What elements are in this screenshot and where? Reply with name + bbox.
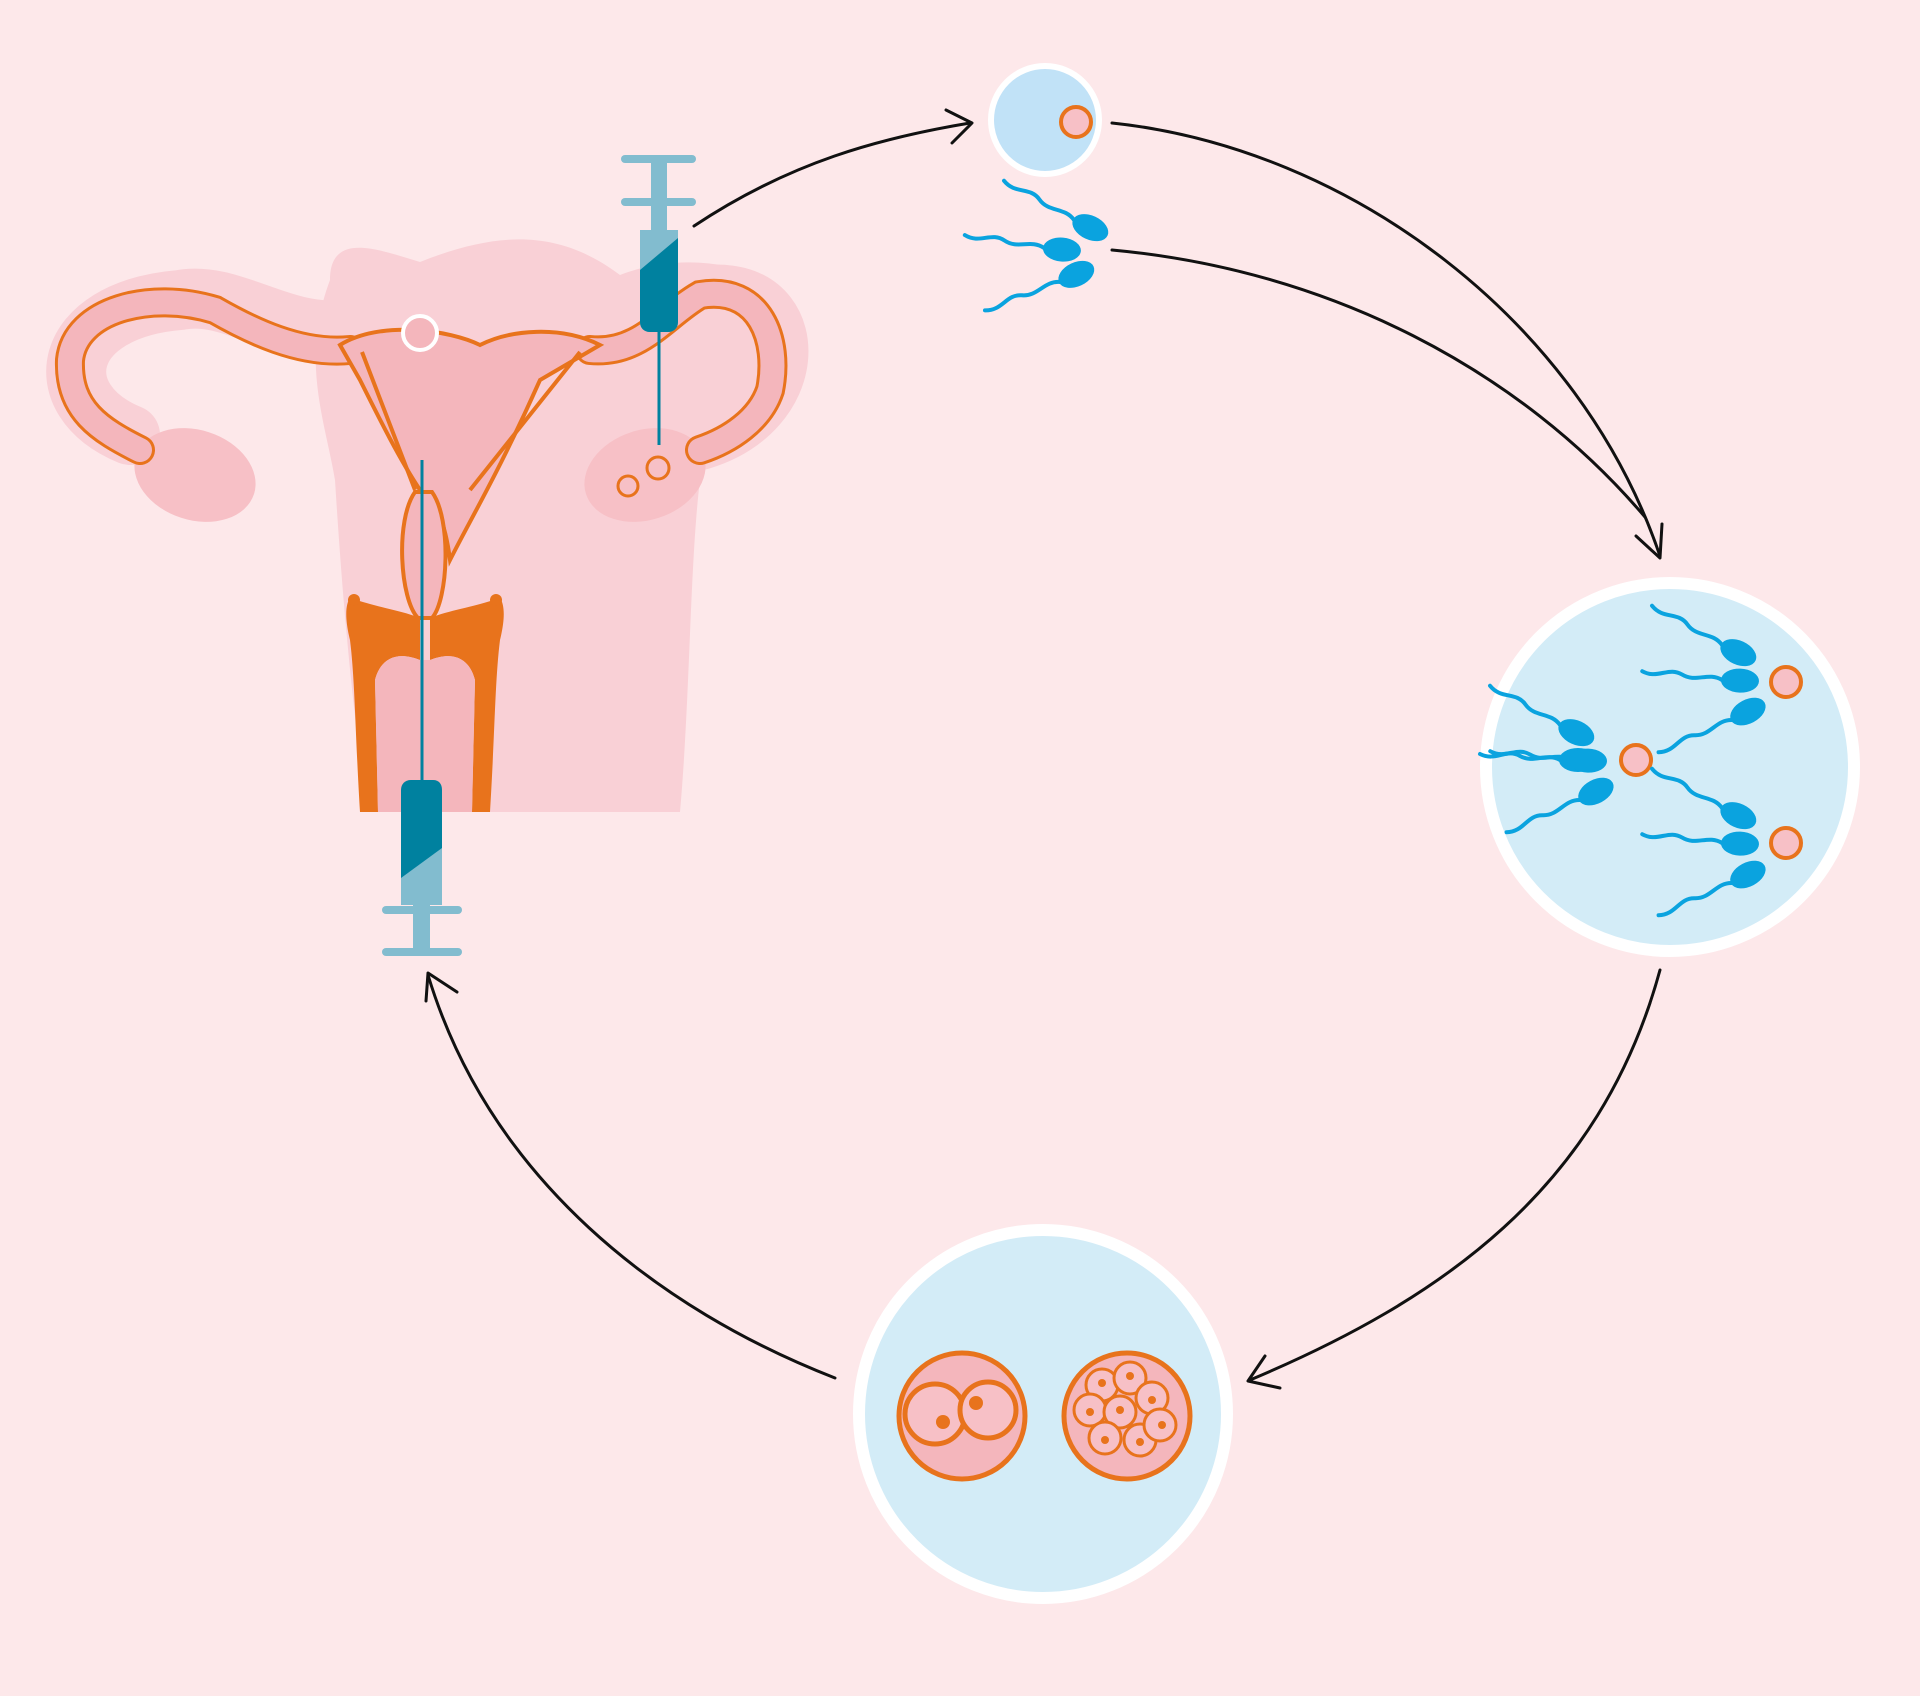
- arrow-fertilization-to-embryo: [1248, 968, 1662, 1382]
- arrowhead-fertilization: [1634, 522, 1664, 560]
- arrow-egg-to-fertilization: [1110, 121, 1662, 558]
- uterus-with-syringes-icon: [46, 155, 809, 956]
- sperm-cell: [980, 253, 1101, 329]
- ovary-follicle: [616, 474, 640, 498]
- arrow-anatomy-to-egg: [692, 121, 972, 228]
- morula-embryo: [1061, 1350, 1193, 1482]
- uterine-cavity: [360, 350, 582, 492]
- right-ovary: [584, 428, 706, 522]
- arrowhead-embryo: [1246, 1354, 1282, 1390]
- sperm-cell: [994, 173, 1115, 249]
- arrow-embryo-to-anatomy: [426, 973, 837, 1380]
- vaginal-canal: [375, 656, 475, 812]
- cycle-arrows: [424, 108, 1664, 1390]
- egg-retrieval-syringe-icon: [621, 155, 696, 445]
- egg-nucleus: [1059, 105, 1093, 139]
- sperm-meeting-eggs-icon: [1478, 577, 1860, 957]
- vaginal-walls: [346, 598, 420, 812]
- sperm-cell: [961, 227, 1084, 266]
- egg-cell: [988, 63, 1102, 177]
- fertilization-dish: [1480, 577, 1860, 957]
- arrowhead-anatomy: [424, 971, 459, 1003]
- cervix: [400, 490, 448, 620]
- embryo-dish: [853, 1224, 1233, 1604]
- ovary-follicle: [645, 455, 671, 481]
- two-cell-embryo: [896, 1350, 1028, 1482]
- embryo-transfer-syringe-icon: [382, 460, 462, 956]
- arrow-sperm-to-fertilization: [1110, 248, 1647, 519]
- arrowhead-egg: [944, 108, 974, 145]
- left-ovary: [134, 428, 256, 522]
- egg-and-sperm-icon: [961, 63, 1115, 329]
- dividing-embryo-icon: [853, 1224, 1233, 1604]
- embryo-in-uterus: [401, 314, 439, 352]
